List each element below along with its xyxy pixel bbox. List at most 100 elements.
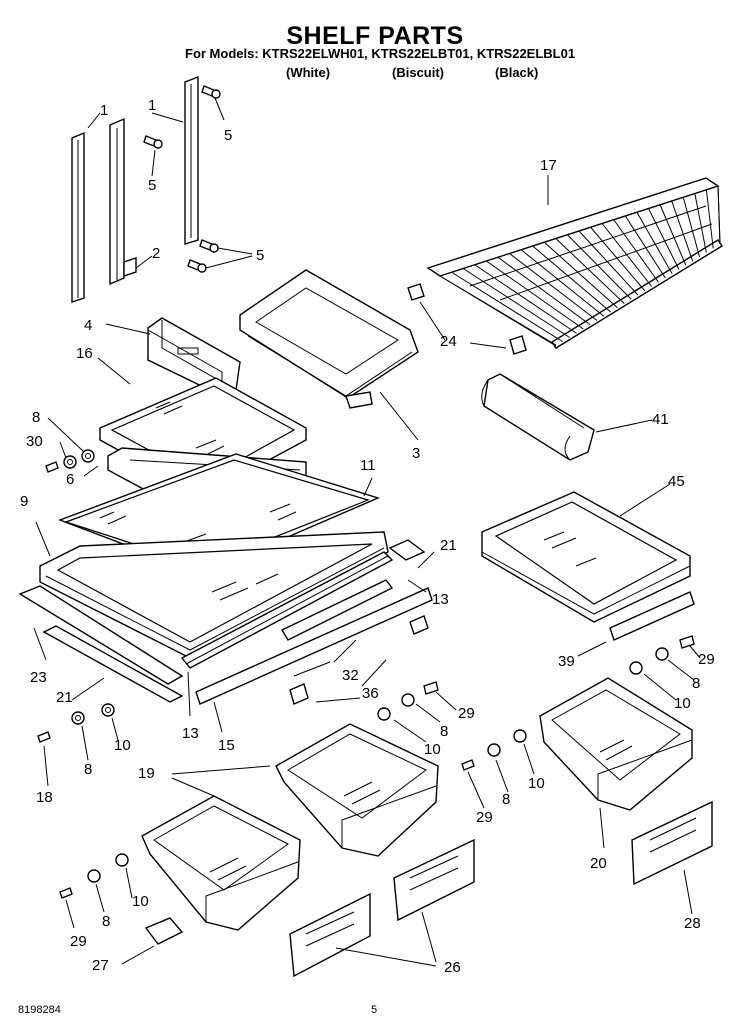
callout-3: 3	[412, 445, 420, 462]
callout-32: 32	[342, 667, 359, 684]
screw-icon	[37, 731, 51, 743]
callout-28: 28	[684, 915, 701, 932]
shelf-support-clip	[509, 335, 527, 355]
shelf-wire	[474, 264, 577, 334]
callout-4: 4	[84, 317, 92, 334]
screw-icon	[59, 887, 73, 899]
callout-29: 29	[476, 809, 493, 826]
callout-41: 41	[652, 411, 669, 428]
wire-shelf	[426, 177, 723, 349]
crisper-drawer-right	[539, 677, 693, 811]
callout-10: 10	[114, 737, 131, 754]
callout-2: 2	[152, 245, 160, 262]
callout-5: 5	[256, 247, 264, 264]
callout-1: 1	[100, 102, 108, 119]
callout-11: 11	[360, 457, 376, 474]
callout-29: 29	[70, 933, 87, 950]
washer-icon	[63, 455, 77, 469]
callout-8: 8	[84, 761, 92, 778]
shelf-rail-center	[109, 117, 137, 286]
bushing-icon	[81, 449, 95, 463]
bushing-icon	[513, 729, 527, 743]
callout-29: 29	[458, 705, 475, 722]
trim-strip	[180, 551, 394, 669]
callout-30: 30	[26, 433, 43, 450]
washer-icon	[71, 711, 85, 725]
shelf-wire	[462, 268, 570, 338]
bushing-icon	[377, 707, 391, 721]
shelf-wire	[624, 215, 666, 279]
page-title: SHELF PARTS	[286, 22, 464, 50]
callout-8: 8	[32, 409, 40, 426]
shelf-support-clip	[407, 283, 425, 301]
screw-icon	[679, 635, 695, 649]
callout-10: 10	[674, 695, 691, 712]
crisper-drawer-center	[275, 723, 439, 857]
callout-15: 15	[218, 737, 235, 754]
shelf-wire	[705, 189, 714, 249]
callout-26: 26	[444, 959, 461, 976]
callout-29: 29	[698, 651, 715, 668]
shelf-wire	[497, 256, 591, 326]
page-number: 5	[371, 1004, 378, 1016]
callout-9: 9	[20, 493, 28, 510]
callout-36: 36	[362, 685, 379, 702]
glass-shelf-45	[481, 491, 691, 623]
drawer-front-panel	[393, 838, 475, 922]
washer-icon	[655, 647, 669, 661]
callout-10: 10	[132, 893, 149, 910]
washer-icon	[401, 693, 415, 707]
bushing-icon	[115, 853, 129, 867]
trim-strip	[281, 579, 394, 641]
washer-icon	[87, 869, 101, 883]
shelf-wire	[520, 249, 605, 317]
crisper-drawer-left	[141, 795, 301, 931]
callout-8: 8	[440, 723, 448, 740]
shelf-stop-clip	[409, 615, 429, 635]
shelf-wire	[694, 193, 707, 253]
models-line: For Models: KTRS22ELWH01, KTRS22ELBT01, …	[185, 46, 576, 61]
screw-icon	[461, 759, 475, 771]
dairy-door-cover	[481, 373, 595, 461]
shelf-wire	[532, 245, 611, 313]
screw-icon	[199, 239, 219, 253]
shelf-wire	[543, 241, 618, 309]
bushing-icon	[101, 703, 115, 717]
shelf-wire	[590, 226, 646, 292]
callout-5: 5	[224, 127, 232, 144]
callout-23: 23	[30, 669, 47, 686]
shelf-wire	[567, 234, 632, 300]
callout-45: 45	[668, 473, 685, 490]
shelf-side-rail	[388, 539, 426, 561]
color-black: (Black)	[495, 65, 539, 80]
callout-16: 16	[76, 345, 93, 362]
shelf-wire	[636, 212, 673, 274]
trim-strip	[195, 587, 433, 705]
callout-19: 19	[138, 765, 155, 782]
drawer-front-panel	[289, 892, 371, 978]
shelf-wire	[509, 253, 598, 321]
shelf-wire	[671, 200, 694, 262]
callout-17: 17	[540, 157, 557, 174]
callout-10: 10	[528, 775, 545, 792]
callout-labels: 1 1 5 5 2 5 17 4 24 16 41 8 30 3 6 11 45…	[20, 97, 715, 976]
callout-13: 13	[182, 725, 199, 742]
screw-icon	[45, 461, 59, 473]
callout-39: 39	[558, 653, 575, 670]
callout-6: 6	[66, 471, 74, 488]
shelf-side-rail	[42, 625, 184, 703]
callout-5: 5	[148, 177, 156, 194]
callout-18: 18	[36, 789, 53, 806]
washer-icon	[487, 743, 501, 757]
callout-27: 27	[92, 957, 109, 974]
shelf-wire	[555, 238, 625, 304]
callout-24: 24	[440, 333, 457, 350]
color-white: (White)	[286, 65, 331, 80]
callout-1: 1	[148, 97, 156, 114]
callout-8: 8	[502, 791, 510, 808]
drawer-front-panel	[631, 800, 713, 886]
shelf-rail-left	[71, 131, 85, 303]
callout-13: 13	[432, 591, 449, 608]
divider-clip	[144, 917, 184, 945]
